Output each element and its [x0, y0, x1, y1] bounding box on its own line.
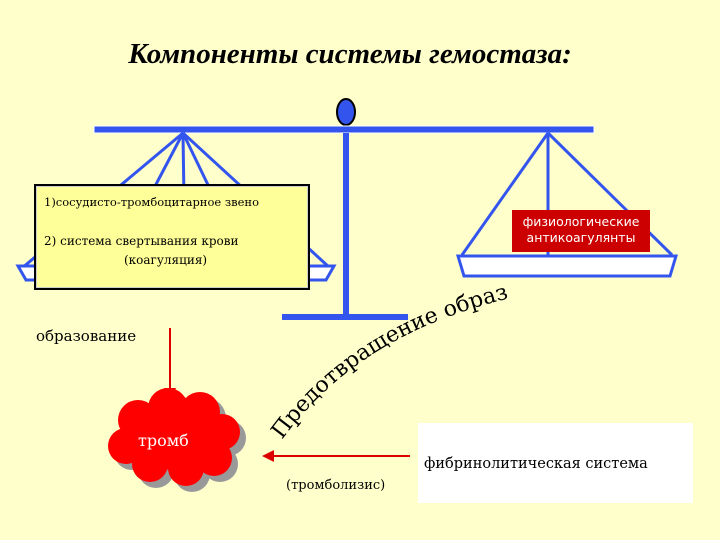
thrombolysis-arrow	[262, 450, 410, 462]
formation-label: образование	[36, 327, 137, 345]
left-pan-box: 1)сосудисто-тромбоцитарное звено 2) сист…	[34, 184, 310, 290]
right-pan	[455, 254, 679, 278]
anticoagulants-line1: физиологические	[522, 214, 640, 229]
fibrinolytic-box	[418, 423, 693, 503]
scale-beam	[93, 125, 595, 134]
anticoagulants-box: физиологические антикоагулянты	[512, 210, 650, 252]
vascular-platelet-label: 1)сосудисто-тромбоцитарное звено	[44, 195, 260, 209]
anticoagulants-line2: антикоагулянты	[526, 230, 636, 245]
thrombus-cloud	[108, 388, 246, 492]
thrombolysis-label: (тромболизис)	[286, 478, 386, 493]
thrombus-label: тромб	[138, 431, 189, 450]
scale-pivot-knob	[336, 98, 356, 126]
coagulation-label: (коагуляция)	[124, 253, 208, 267]
coagulation-system-label: 2) система свертывания крови	[44, 234, 239, 248]
fibrinolytic-label: фибринолитическая система	[424, 456, 648, 472]
scale-post	[343, 133, 349, 318]
scale-base	[282, 314, 408, 320]
page-title: Компоненты системы гемостаза:	[128, 38, 572, 70]
